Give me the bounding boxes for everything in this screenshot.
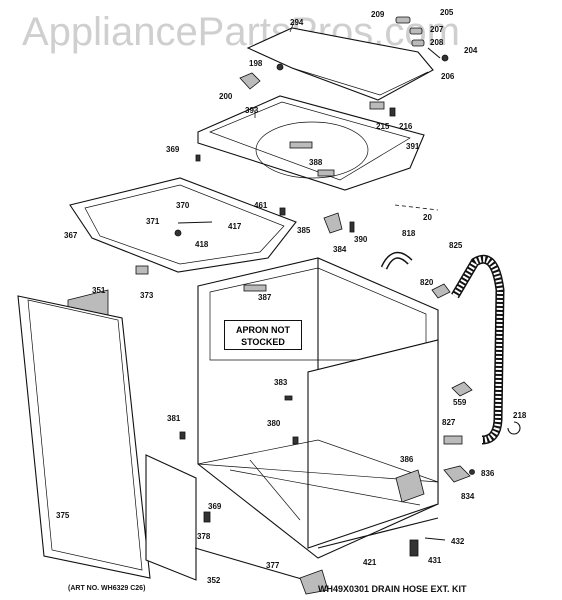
screw-380 <box>292 436 299 445</box>
apron-note-line2: STOCKED <box>241 337 285 347</box>
screw-378 <box>203 511 211 523</box>
label-207: 207 <box>430 25 444 34</box>
label-215: 215 <box>376 122 390 131</box>
label-559: 559 <box>453 398 467 407</box>
screw-383 <box>284 395 293 401</box>
label-818: 818 <box>402 229 416 238</box>
label-369b: 369 <box>208 502 222 511</box>
label-385: 385 <box>297 226 311 235</box>
label-370: 370 <box>176 201 190 210</box>
label-294: 294 <box>290 18 304 27</box>
label-384: 384 <box>333 245 347 254</box>
label-205: 205 <box>440 8 454 17</box>
kickplate-352 <box>145 454 197 581</box>
art-number: (ART NO. WH6329 C26) <box>68 585 146 592</box>
label-431: 431 <box>428 556 442 565</box>
drain-hose-kit-note: WH49X0301 DRAIN HOSE EXT. KIT <box>318 584 467 594</box>
label-381: 381 <box>167 414 181 423</box>
label-461: 461 <box>254 201 268 210</box>
label-352: 352 <box>207 576 221 585</box>
clip-461 <box>279 207 286 216</box>
suspension-base-367 <box>69 177 297 273</box>
hinge-parts <box>395 16 449 62</box>
lid-294 <box>246 21 434 101</box>
screw-390 <box>349 221 355 233</box>
label-387: 387 <box>258 293 272 302</box>
cabinet-387 <box>197 257 439 559</box>
foot-377 <box>299 569 329 595</box>
bumper-198 <box>276 63 284 71</box>
ring-218 <box>507 421 521 435</box>
label-417: 417 <box>228 222 242 231</box>
label-378: 378 <box>197 532 211 541</box>
label-386: 386 <box>400 455 414 464</box>
pump-834 <box>443 465 471 483</box>
part-559 <box>451 381 473 397</box>
label-391: 391 <box>406 142 420 151</box>
label-393: 393 <box>245 106 259 115</box>
label-825: 825 <box>449 241 463 250</box>
label-216: 216 <box>399 122 413 131</box>
label-369: 369 <box>166 145 180 154</box>
label-377: 377 <box>266 561 280 570</box>
leg-431 <box>409 539 419 557</box>
apron-note-line1: APRON NOT <box>236 325 290 335</box>
front-panel-375 <box>17 295 151 579</box>
label-421: 421 <box>363 558 377 567</box>
rod-370 <box>177 221 213 224</box>
label-836: 836 <box>481 469 495 478</box>
label-383: 383 <box>274 378 288 387</box>
label-373: 373 <box>140 291 154 300</box>
label-432: 432 <box>451 537 465 546</box>
label-388: 388 <box>309 158 323 167</box>
top-cover-391 <box>197 95 425 191</box>
label-827: 827 <box>442 418 456 427</box>
box-386 <box>395 469 425 503</box>
label-367: 367 <box>64 231 78 240</box>
label-200: 200 <box>219 92 233 101</box>
label-375: 375 <box>56 511 70 520</box>
screw-836 <box>469 469 475 475</box>
screw-381 <box>179 431 186 440</box>
label-198: 198 <box>249 59 263 68</box>
label-208: 208 <box>430 38 444 47</box>
label-20: 20 <box>423 213 432 222</box>
label-209: 209 <box>371 10 385 19</box>
drain-hose-825 <box>451 254 505 445</box>
part-827 <box>443 435 463 445</box>
base-421 <box>317 517 439 549</box>
label-820: 820 <box>420 278 434 287</box>
lid-switch-215 <box>369 101 396 117</box>
label-206: 206 <box>441 72 455 81</box>
apron-note: APRON NOT STOCKED <box>224 320 302 350</box>
label-218: 218 <box>513 411 527 420</box>
screw-369 <box>195 154 201 162</box>
clamp-820 <box>431 283 451 299</box>
label-351: 351 <box>92 286 106 295</box>
label-834: 834 <box>461 492 475 501</box>
label-204: 204 <box>464 46 478 55</box>
label-371: 371 <box>146 217 160 226</box>
label-380: 380 <box>267 419 281 428</box>
label-390: 390 <box>354 235 368 244</box>
rail-377 <box>194 547 313 583</box>
label-418: 418 <box>195 240 209 249</box>
nut-418 <box>174 229 182 237</box>
clip-373 <box>135 265 149 275</box>
bracket-384 <box>323 212 343 234</box>
hinge-200 <box>239 72 261 90</box>
pin-432 <box>424 537 446 541</box>
line-20 <box>394 204 439 211</box>
